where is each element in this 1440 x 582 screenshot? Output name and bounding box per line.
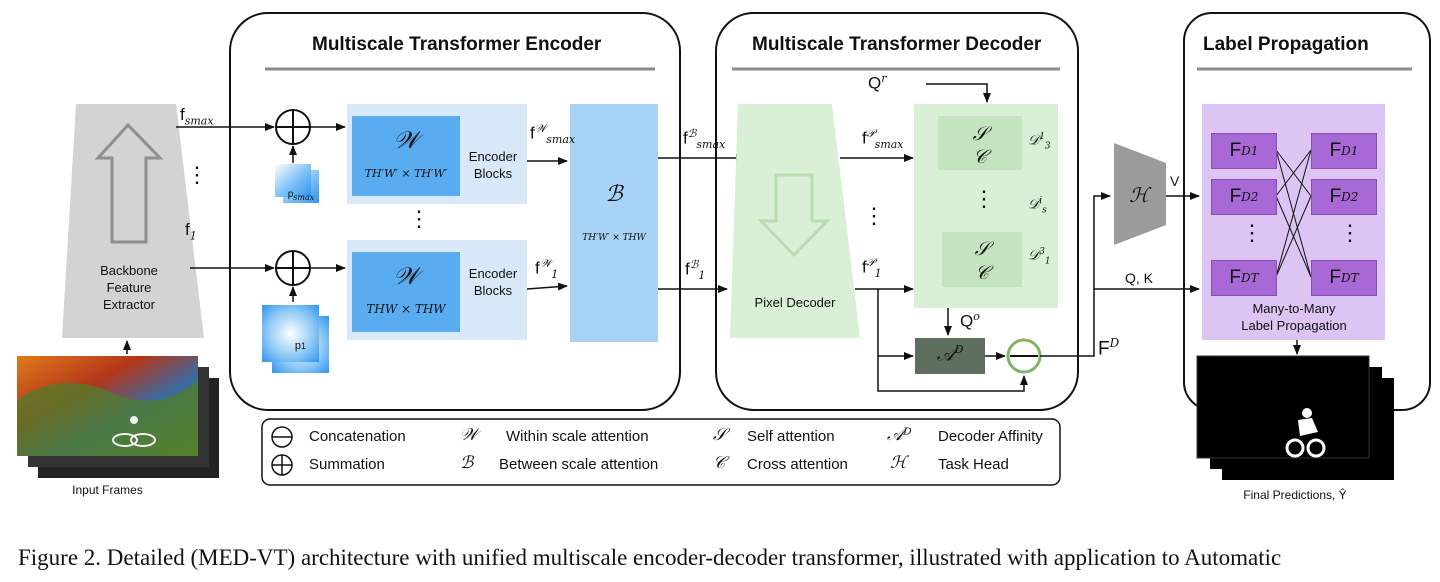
legend-task-head: Task Head xyxy=(938,456,1009,473)
feature-f-1: f1 xyxy=(185,220,197,243)
legend-between-scale: Between scale attention xyxy=(499,456,659,473)
decoder-layer-dsi: 𝒟is xyxy=(1028,196,1047,216)
feature-fb-1: fℬ1 xyxy=(685,258,706,283)
pixel-decoder-arrow xyxy=(757,173,831,258)
lp-caption-line1: Many-to-Many xyxy=(1252,301,1336,316)
legend-h-symbol: ℋ xyxy=(890,453,907,473)
encoder-blocks-bottom: Encoder Blocks xyxy=(468,266,518,298)
feature-fw-smax: f𝒲smax xyxy=(530,122,576,147)
legend-affinity-symbol: 𝒜ᴰ xyxy=(887,425,912,445)
w-symbol-bottom: 𝒲 xyxy=(393,262,419,290)
w-dims-bottom: THW × THW xyxy=(366,302,446,316)
affinity-block xyxy=(915,338,985,374)
task-head-label: ℋ xyxy=(1129,183,1149,207)
w-symbol-top: 𝒲 xyxy=(393,126,419,154)
decoder-layer-d31: 𝒟13 xyxy=(1028,132,1051,152)
legend-frame xyxy=(261,418,1061,486)
task-head-shape xyxy=(1114,143,1166,245)
feature-fb-smax: fℬsmax xyxy=(683,127,726,152)
legend-self-attention: Self attention xyxy=(747,428,835,445)
label-propagation-title: Label Propagation xyxy=(1203,34,1369,55)
legend-cross-attention: Cross attention xyxy=(747,456,848,473)
pos-embed-1: p1 xyxy=(294,340,307,352)
figure-caption: Figure 2. Detailed (MED-VT) architecture… xyxy=(18,545,1282,570)
decoder-title: Multiscale Transformer Decoder xyxy=(752,34,1042,55)
final-predictions-label: Final Predictions, Ŷ xyxy=(1243,488,1347,502)
value-label: V xyxy=(1170,173,1180,189)
feature-fp-smax: f𝒫smax xyxy=(862,127,904,152)
feature-fw-1: f𝒲1 xyxy=(535,257,559,282)
decoder-input-vdots: ⋮ xyxy=(863,203,885,228)
decoder-layer-d13: 𝒟31 xyxy=(1028,247,1051,267)
backbone-label: Backbone Feature Extractor xyxy=(100,263,158,312)
cross-attn-top: 𝒞 xyxy=(973,146,987,168)
lp-left-vdots: ⋮ xyxy=(1241,220,1263,245)
affinity-label: 𝒜D xyxy=(936,343,964,366)
w-dims-top: TH′W′ × TH′W′ xyxy=(364,167,448,180)
lp-right-vdots: ⋮ xyxy=(1339,220,1361,245)
legend-s-symbol: 𝒮 xyxy=(713,425,727,445)
feature-f-smax: fsmax xyxy=(180,105,214,128)
pred-frame-front xyxy=(1196,355,1370,459)
decoder-layer-bottom xyxy=(942,232,1022,287)
backbone-arrow xyxy=(94,122,164,244)
query-qr: Qr xyxy=(868,72,887,93)
encoder-frame xyxy=(229,12,681,411)
w-block-bottom xyxy=(352,252,460,332)
b-symbol: ℬ xyxy=(605,182,623,207)
self-attn-top: 𝒮 xyxy=(972,123,988,145)
backbone-vdots: ⋮ xyxy=(186,162,208,187)
legend-w-symbol: 𝒲 xyxy=(460,425,478,445)
legend-c-symbol: 𝒞 xyxy=(713,453,726,473)
legend-within-scale: Within scale attention xyxy=(506,428,649,445)
encoder-vdots: ⋮ xyxy=(408,206,430,231)
legend-concatenation: Concatenation xyxy=(309,428,406,445)
feature-fp-1: f𝒫1 xyxy=(862,256,882,281)
query-qo: Qo xyxy=(960,310,980,331)
decoder-layer-top xyxy=(938,116,1022,170)
legend-decoder-affinity: Decoder Affinity xyxy=(938,428,1043,445)
query-key-label: Q, K xyxy=(1125,270,1154,286)
self-attn-bottom: 𝒮 xyxy=(974,238,990,260)
decoder-layer-vdots: ⋮ xyxy=(973,186,995,211)
encoder-title: Multiscale Transformer Encoder xyxy=(312,34,602,55)
decoder-frame xyxy=(715,12,1079,411)
legend-b-symbol: ℬ xyxy=(460,453,474,473)
input-frames-label: Input Frames xyxy=(72,483,143,497)
pixel-decoder-label: Pixel Decoder xyxy=(754,295,836,310)
pos-embed-smax: psmax xyxy=(287,189,315,202)
lp-caption-line2: Label Propagation xyxy=(1241,318,1347,333)
legend-summation: Summation xyxy=(309,456,385,473)
encoder-blocks-top: Encoder Blocks xyxy=(468,149,518,181)
feature-fd: FD xyxy=(1098,336,1120,360)
b-dims: TH′W′ × THW xyxy=(582,233,646,243)
backbone-shape xyxy=(62,104,204,338)
cross-attn-bottom: 𝒞 xyxy=(975,262,989,284)
w-block-top xyxy=(352,116,460,196)
pixel-decoder-shape xyxy=(730,104,860,338)
b-block xyxy=(570,104,658,342)
